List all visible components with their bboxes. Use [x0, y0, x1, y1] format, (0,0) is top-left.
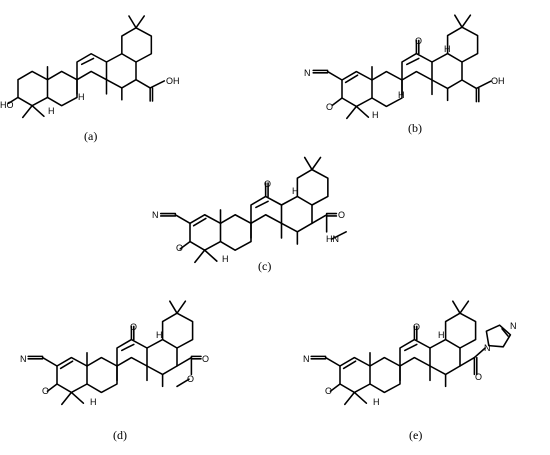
atom-label: OH — [166, 76, 180, 86]
atom-label: H — [156, 330, 163, 340]
atom-label: O — [202, 354, 209, 364]
panel-label-c: (c) — [258, 259, 272, 273]
atom-label: N — [304, 68, 311, 78]
atom-label: N — [20, 354, 27, 364]
atom-label: O — [415, 36, 422, 46]
atom-label: H — [372, 110, 379, 120]
atom-label: O — [42, 386, 49, 396]
atom-label: H — [444, 44, 451, 54]
panel-label-a: (a) — [84, 129, 98, 143]
panel-label-d: (d) — [113, 428, 127, 442]
atom-label: O — [176, 243, 183, 253]
structure-d — [27, 300, 202, 406]
atom-label: O — [413, 322, 420, 332]
atom-label: O — [325, 386, 332, 396]
atom-label: O — [264, 179, 271, 189]
atom-label: N — [484, 343, 491, 353]
structure-c — [159, 156, 347, 264]
atom-label: OH — [491, 76, 505, 86]
atom-label: H — [438, 330, 445, 340]
atom-label: N — [152, 210, 159, 220]
structure-a — [7, 15, 166, 119]
atom-label: H — [48, 106, 55, 116]
atom-label: H — [398, 90, 405, 100]
atom-label: H — [78, 92, 85, 102]
atom-label: N — [510, 321, 517, 331]
atom-label: O — [475, 372, 482, 382]
atom-label: HN — [326, 234, 339, 244]
atom-label: N — [303, 354, 310, 364]
atom-label: H — [90, 397, 97, 407]
panel-label-e: (e) — [409, 428, 423, 442]
atom-label: O — [326, 102, 333, 112]
atom-label: O — [187, 374, 194, 384]
atom-label: H — [292, 186, 299, 196]
panel-label-b: (b) — [408, 121, 422, 135]
atom-label: HO — [0, 100, 14, 110]
atom-label: H — [222, 254, 229, 264]
atom-label: O — [130, 322, 137, 332]
structure-e — [310, 300, 512, 406]
structure-b — [312, 14, 492, 120]
atom-label: H — [373, 397, 380, 407]
atom-label: O — [338, 210, 345, 220]
